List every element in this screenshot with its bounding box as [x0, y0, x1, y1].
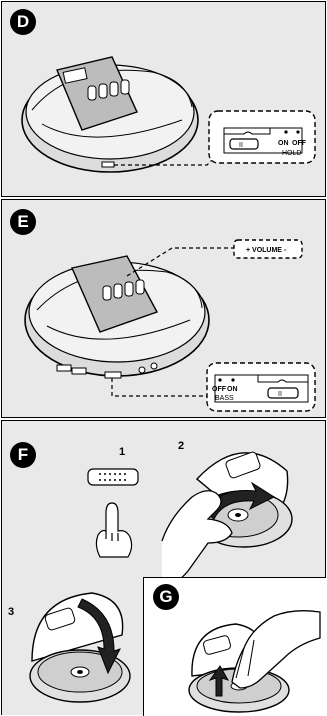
open-button-icon	[88, 469, 138, 485]
cd-player-bottom-icon: + VOLUME - OFF ON BASS II	[2, 200, 326, 418]
cd-player-icon: II ON OFF HOLD	[2, 2, 326, 197]
panel-d: D	[1, 1, 326, 197]
finger-icon	[96, 503, 131, 557]
panel-g: G	[143, 577, 326, 716]
hold-off-label: OFF	[292, 140, 307, 147]
volume-label: + VOLUME -	[246, 247, 287, 254]
bass-on-label: ON	[227, 386, 238, 393]
hold-on-label: ON	[278, 140, 289, 147]
hold-label: HOLD	[282, 150, 301, 157]
bass-label: BASS	[215, 395, 234, 402]
bass-switch-marks: II	[278, 391, 282, 398]
panel-e: E + VOLUME -	[1, 199, 326, 418]
hold-switch-marks: II	[239, 142, 243, 149]
close-lid-player-icon	[30, 593, 130, 702]
bass-off-label: OFF	[212, 386, 227, 393]
remove-disc-illustration	[144, 578, 326, 716]
